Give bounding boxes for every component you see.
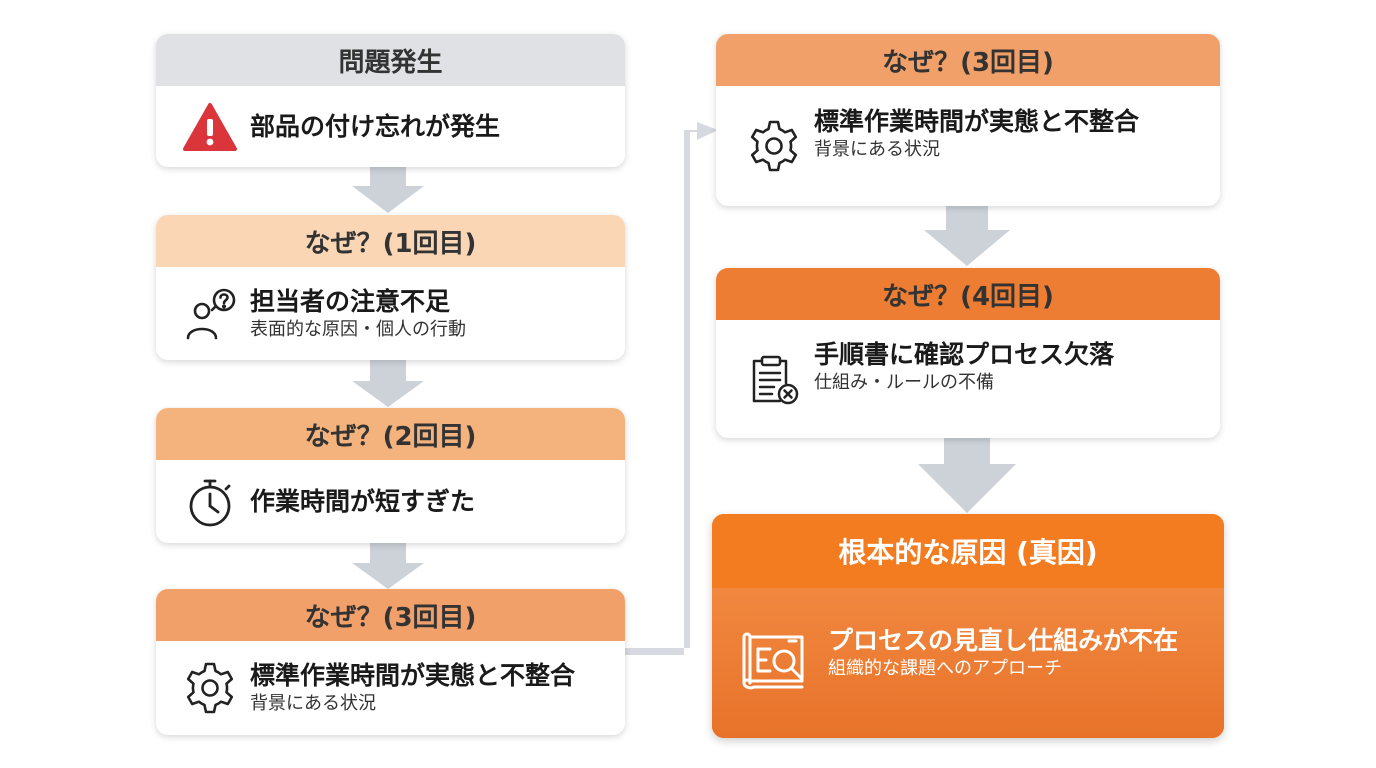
down-arrow [352, 357, 424, 407]
why-3-card-right: なぜ？(3回目) 標準作業時間が実態と不整合 背景にある状況 [716, 34, 1220, 206]
why-3-header: なぜ？(3回目) [156, 589, 625, 641]
why-4-main-text: 手順書に確認プロセス欠落 [814, 340, 1115, 369]
why-4-header: なぜ？(4回目) [716, 268, 1220, 320]
why-4-card: なぜ？(4回目) 手順書に確認プロセス欠落 仕組み・ルールの不備 [716, 268, 1220, 438]
down-arrow [918, 436, 1016, 513]
elbow-connector [624, 122, 718, 655]
gear-icon [744, 116, 804, 176]
warning-icon [180, 97, 240, 157]
root-cause-card: 根本的な原因 (真因) プロセスの見直し仕組みが不在 組織的な課題へのアプローチ [712, 514, 1224, 738]
blueprint-magnifier-icon [732, 621, 816, 705]
gear-icon [180, 658, 240, 718]
root-cause-sub-text: 組織的な課題へのアプローチ [828, 658, 1062, 679]
problem-card: 問題発生 部品の付け忘れが発生 [156, 34, 625, 167]
why-2-header: なぜ？(2回目) [156, 408, 625, 460]
down-arrow [352, 164, 424, 213]
why-3-main-text: 標準作業時間が実態と不整合 [250, 661, 576, 690]
why-1-sub-text: 表面的な原因・個人の行動 [250, 318, 466, 340]
why-3-header: なぜ？(3回目) [716, 34, 1220, 86]
why-3-sub-text: 背景にある状況 [250, 693, 376, 714]
down-arrow [924, 206, 1010, 266]
root-cause-main-text: プロセスの見直し仕組みが不在 [828, 626, 1179, 655]
why-1-main-text: 担当者の注意不足 [250, 286, 451, 316]
problem-header: 問題発生 [156, 34, 625, 86]
problem-main-text: 部品の付け忘れが発生 [250, 111, 501, 141]
why-3-main-text: 標準作業時間が実態と不整合 [814, 107, 1140, 136]
why-1-card: なぜ？(1回目) 担当者の注意不足 表面的な原因・個人の行動 [156, 215, 625, 360]
why-3-card-left: なぜ？(3回目) 標準作業時間が実態と不整合 背景にある状況 [156, 589, 625, 735]
down-arrow [352, 540, 424, 589]
why-3-sub-text: 背景にある状況 [814, 139, 940, 160]
person-question-icon [180, 284, 240, 344]
why-4-sub-text: 仕組み・ルールの不備 [814, 372, 994, 393]
why-2-main-text: 作業時間が短すぎた [250, 486, 476, 516]
stopwatch-icon [180, 472, 240, 532]
root-cause-header: 根本的な原因 (真因) [712, 514, 1224, 588]
clipboard-x-icon [744, 349, 804, 409]
why-1-header: なぜ？(1回目) [156, 215, 625, 267]
why-2-card: なぜ？(2回目) 作業時間が短すぎた [156, 408, 625, 543]
